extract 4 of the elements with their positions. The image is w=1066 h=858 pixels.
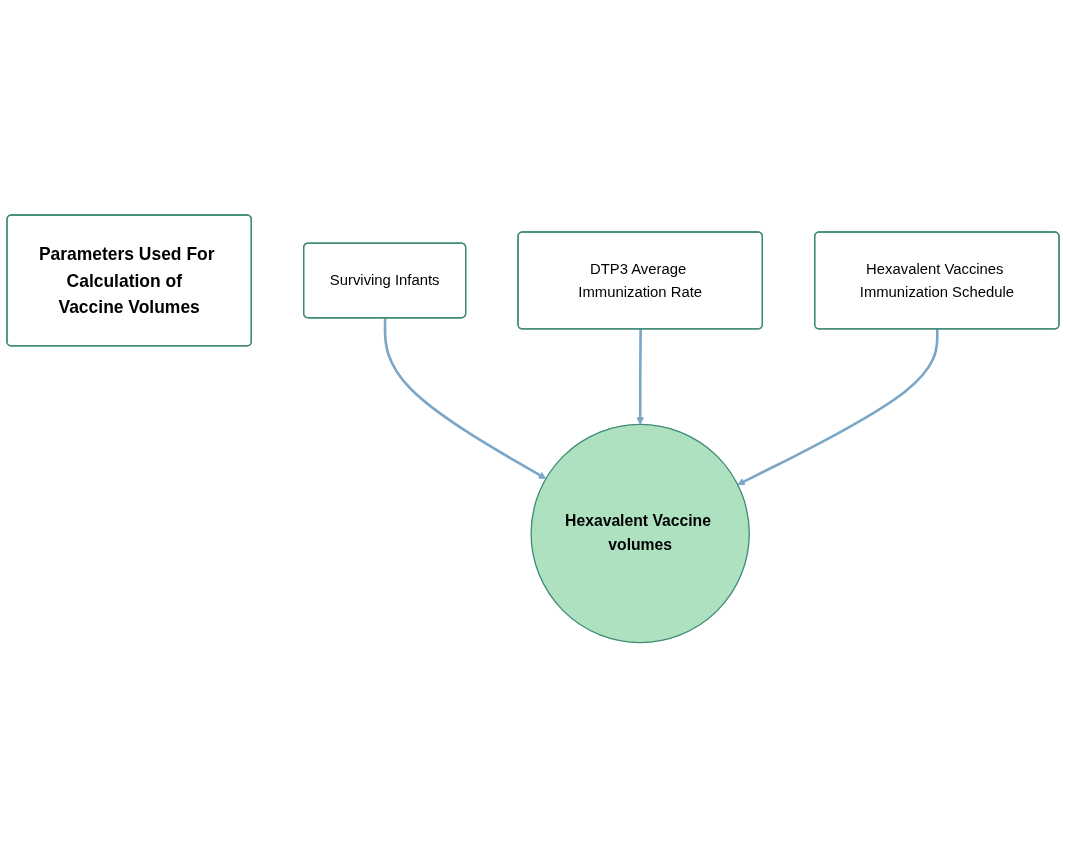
node-circle: Hexavalent Vaccine volumes	[530, 423, 750, 644]
arrow	[636, 329, 645, 425]
arrow	[383, 318, 547, 480]
arrow	[737, 329, 939, 486]
